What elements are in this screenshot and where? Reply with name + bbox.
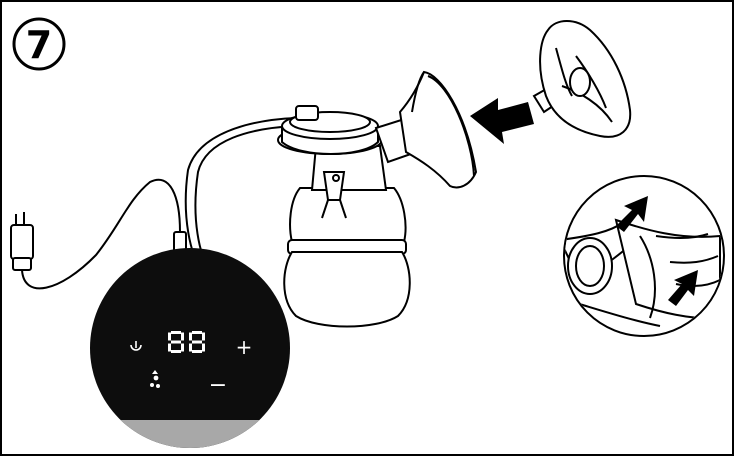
step-badge: 7 — [14, 19, 64, 69]
display-segment — [168, 344, 171, 352]
display-segment — [171, 341, 181, 344]
display-segment — [181, 333, 184, 341]
display-segment — [202, 333, 205, 341]
display-segment — [192, 341, 202, 344]
display-segment — [192, 331, 202, 334]
step-number: 7 — [26, 23, 52, 67]
display-segment — [189, 333, 192, 341]
display-segment — [181, 344, 184, 352]
display-segment — [171, 350, 181, 353]
display-segment — [189, 344, 192, 352]
minus-button[interactable]: − — [209, 373, 227, 398]
display-segment — [168, 333, 171, 341]
plus-button[interactable]: + — [236, 335, 253, 359]
display-segment — [202, 344, 205, 352]
display-segment — [171, 331, 181, 334]
display-segment — [192, 350, 202, 353]
